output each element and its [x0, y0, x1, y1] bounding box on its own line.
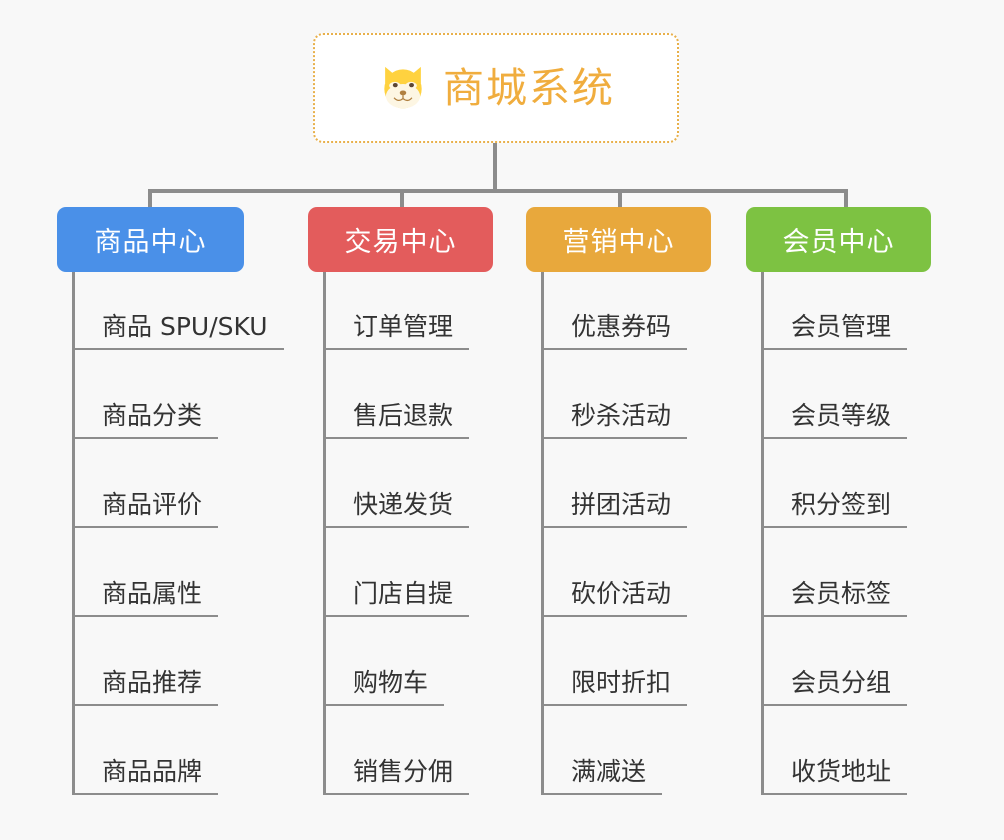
leaf-item[interactable]: 会员分组: [761, 646, 908, 706]
leaf-label: 商品推荐: [72, 667, 219, 706]
leaf-item[interactable]: 购物车: [323, 646, 445, 706]
leaf-item[interactable]: 积分签到: [761, 468, 908, 528]
leaf-label: 秒杀活动: [541, 400, 688, 439]
connector-bus: [148, 189, 848, 193]
leaf-item[interactable]: 优惠券码: [541, 290, 688, 350]
branch-spine-2: [323, 272, 326, 794]
leaf-label: 商品分类: [72, 400, 219, 439]
leaf-item[interactable]: 订单管理: [323, 290, 470, 350]
leaf-item[interactable]: 拼团活动: [541, 468, 688, 528]
leaf-label: 商品 SPU/SKU: [72, 311, 284, 350]
leaf-label: 优惠券码: [541, 311, 688, 350]
leaf-label: 会员等级: [761, 400, 908, 439]
leaf-label: 收货地址: [761, 756, 908, 795]
leaf-label: 购物车: [323, 667, 445, 706]
leaf-item[interactable]: 收货地址: [761, 735, 908, 795]
category-header-1-label: 商品中心: [94, 227, 207, 258]
leaf-label: 售后退款: [323, 400, 470, 439]
leaf-item[interactable]: 秒杀活动: [541, 379, 688, 439]
category-header-4[interactable]: 会员中心: [746, 207, 931, 272]
leaf-item[interactable]: 商品评价: [72, 468, 219, 528]
category-header-2-label: 交易中心: [344, 227, 457, 258]
category-header-3[interactable]: 营销中心: [526, 207, 711, 272]
connector-drop-2: [400, 189, 404, 209]
leaf-item[interactable]: 会员标签: [761, 557, 908, 617]
leaf-item[interactable]: 会员等级: [761, 379, 908, 439]
connector-drop-4: [844, 189, 848, 209]
leaf-label: 拼团活动: [541, 489, 688, 528]
leaf-item[interactable]: 会员管理: [761, 290, 908, 350]
leaf-item[interactable]: 商品 SPU/SKU: [72, 290, 284, 350]
leaf-item[interactable]: 商品品牌: [72, 735, 219, 795]
leaf-label: 商品属性: [72, 578, 219, 617]
leaf-label: 限时折扣: [541, 667, 688, 706]
leaf-label: 快递发货: [323, 489, 470, 528]
leaf-item[interactable]: 商品属性: [72, 557, 219, 617]
leaf-item[interactable]: 砍价活动: [541, 557, 688, 617]
leaf-label: 商品评价: [72, 489, 219, 528]
branch-spine-4: [761, 272, 764, 794]
leaf-item[interactable]: 售后退款: [323, 379, 470, 439]
leaf-item[interactable]: 满减送: [541, 735, 663, 795]
leaf-label: 会员标签: [761, 578, 908, 617]
dog-face-icon: [384, 66, 422, 111]
leaf-item[interactable]: 快递发货: [323, 468, 470, 528]
leaf-item[interactable]: 销售分佣: [323, 735, 470, 795]
branch-spine-1: [72, 272, 75, 794]
branch-spine-3: [541, 272, 544, 794]
root-node[interactable]: 商城系统: [313, 33, 679, 143]
leaf-label: 砍价活动: [541, 578, 688, 617]
leaf-item[interactable]: 商品推荐: [72, 646, 219, 706]
leaf-label: 商品品牌: [72, 756, 219, 795]
leaf-label: 积分签到: [761, 489, 908, 528]
category-header-2[interactable]: 交易中心: [308, 207, 493, 272]
leaf-label: 订单管理: [323, 311, 470, 350]
leaf-label: 满减送: [541, 756, 663, 795]
leaf-item[interactable]: 商品分类: [72, 379, 219, 439]
leaf-label: 销售分佣: [323, 756, 470, 795]
connector-drop-1: [148, 189, 152, 209]
category-header-3-label: 营销中心: [562, 227, 675, 258]
category-header-1[interactable]: 商品中心: [57, 207, 244, 272]
leaf-item[interactable]: 限时折扣: [541, 646, 688, 706]
root-title: 商城系统: [443, 63, 615, 112]
category-header-4-label: 会员中心: [782, 227, 895, 258]
connector-drop-3: [618, 189, 622, 209]
leaf-label: 会员管理: [761, 311, 908, 350]
leaf-item[interactable]: 门店自提: [323, 557, 470, 617]
leaf-label: 会员分组: [761, 667, 908, 706]
leaf-label: 门店自提: [323, 578, 470, 617]
connector-root-stem: [493, 143, 497, 191]
